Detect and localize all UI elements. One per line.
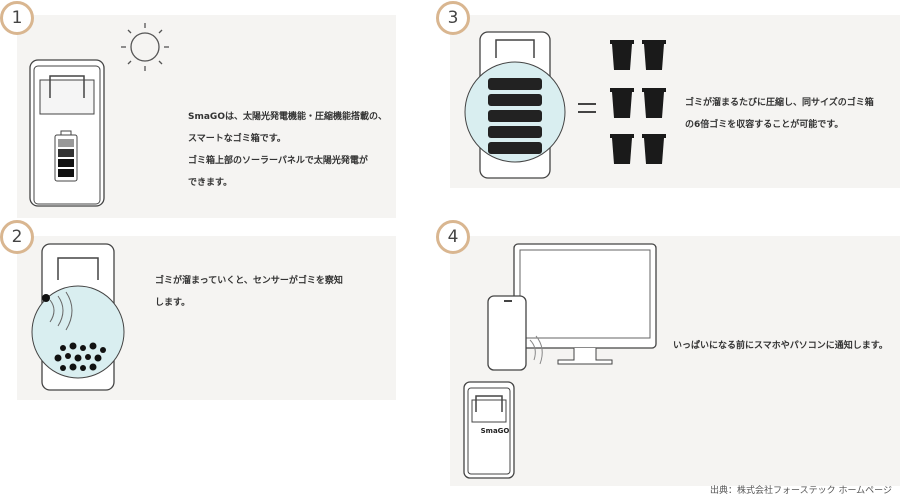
smago-bin-solar-illustration bbox=[29, 59, 105, 207]
step-3-line: の6倍ゴミを収容することが可能です。 bbox=[685, 120, 844, 130]
sun-icon bbox=[121, 23, 169, 71]
step-1-line: SmaGOは、太陽光発電機能・圧縮機能搭載の、 bbox=[188, 112, 387, 122]
sensor-detection-illustration bbox=[31, 243, 125, 391]
step-3-text: ゴミが溜まるたびに圧縮し、同サイズのゴミ箱 の6倍ゴミを収容することが可能です。 bbox=[685, 92, 874, 136]
notification-illustration bbox=[463, 243, 657, 479]
source-credit: 出典：株式会社フォーステック ホームページ bbox=[710, 486, 892, 496]
step-2-line: ゴミが溜まっていくと、センサーがゴミを察知 bbox=[155, 276, 343, 286]
step-1-badge: 1 bbox=[0, 1, 34, 35]
step-1-line: できます。 bbox=[188, 178, 233, 188]
step-3-badge: 3 bbox=[436, 1, 470, 35]
device-logo: SmaGO bbox=[480, 427, 510, 435]
step-4-text: いっぱいになる前にスマホやパソコンに通知します。 bbox=[673, 335, 888, 357]
step-1-line: スマートなゴミ箱です。 bbox=[188, 134, 286, 144]
step-4-badge: 4 bbox=[436, 220, 470, 254]
step-1-text: SmaGOは、太陽光発電機能・圧縮機能搭載の、 スマートなゴミ箱です。 ゴミ箱上… bbox=[188, 106, 387, 194]
step-2-line: します。 bbox=[155, 298, 191, 308]
step-2-text: ゴミが溜まっていくと、センサーがゴミを察知 します。 bbox=[155, 270, 343, 314]
compression-illustration bbox=[464, 31, 666, 179]
step-1-line: ゴミ箱上部のソーラーパネルで太陽光発電が bbox=[188, 156, 368, 166]
step-4-line: いっぱいになる前にスマホやパソコンに通知します。 bbox=[673, 341, 888, 351]
step-2-badge: 2 bbox=[0, 220, 34, 254]
step-3-line: ゴミが溜まるたびに圧縮し、同サイズのゴミ箱 bbox=[685, 98, 874, 108]
